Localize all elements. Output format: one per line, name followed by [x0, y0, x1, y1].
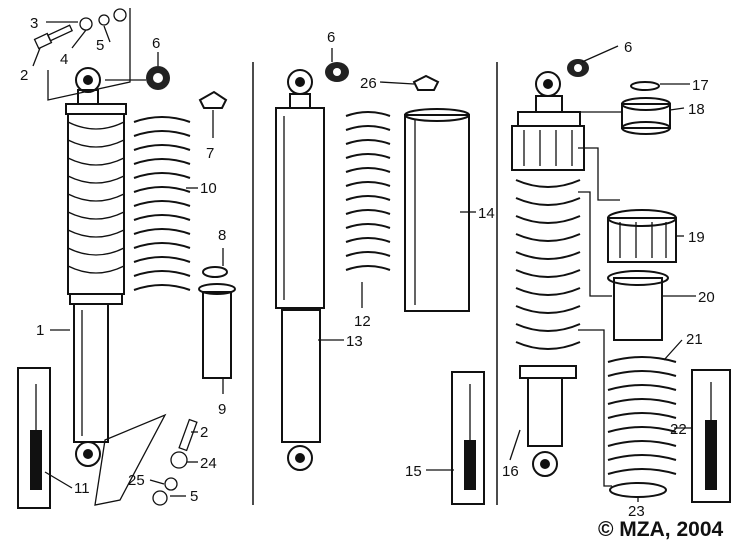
hardware-tray-outline [94, 413, 167, 506]
top-washer [630, 81, 660, 91]
callout-2-bottom: 2 [200, 424, 208, 441]
callout-21: 21 [686, 331, 703, 348]
rubber-bushing-left [146, 66, 170, 90]
callout-19: 19 [688, 229, 705, 246]
adjuster-cap [607, 209, 677, 263]
callout-7: 7 [206, 145, 214, 162]
rubber-bushing-middle [325, 62, 349, 82]
callout-18: 18 [688, 101, 705, 118]
callout-23: 23 [628, 503, 645, 520]
nut-washer-set [79, 8, 127, 31]
callout-2-top: 2 [20, 67, 28, 84]
spring-middle [345, 111, 391, 271]
shock-absorber-left [65, 67, 127, 467]
assembly-leader-19 [578, 147, 620, 201]
spring-cap-clip [198, 90, 228, 109]
dust-sleeve [198, 283, 236, 379]
leader-lines [32, 21, 696, 502]
callout-25: 25 [128, 472, 145, 489]
callout-16: 16 [502, 463, 519, 480]
callout-24: 24 [200, 455, 217, 472]
callout-3: 3 [30, 15, 38, 32]
spacer-washer [202, 266, 228, 278]
spring-left [133, 116, 191, 291]
callout-1: 1 [36, 322, 44, 339]
spring-right [607, 356, 677, 475]
assembly-leader-21 [578, 329, 612, 487]
callout-5-bottom: 5 [190, 488, 198, 505]
callout-8: 8 [218, 227, 226, 244]
callout-5-top: 5 [96, 37, 104, 54]
shock-absorber-right [511, 71, 585, 477]
copyright-text: © MZA, 2004 [598, 518, 724, 541]
lower-washer-part [152, 451, 188, 506]
bolt-part [33, 24, 74, 50]
callout-10: 10 [200, 180, 217, 197]
callout-14: 14 [478, 205, 495, 222]
assembly-leader-20 [578, 191, 612, 297]
shock-absorber-middle [275, 69, 325, 471]
spring-cap-clip-middle [412, 74, 440, 91]
detail-inset-middle [451, 371, 485, 505]
adjuster-sleeve [607, 270, 669, 341]
callout-12: 12 [354, 313, 371, 330]
detail-inset-right [691, 369, 731, 503]
callout-6-left: 6 [152, 35, 160, 52]
callout-13: 13 [346, 333, 363, 350]
callout-9: 9 [218, 401, 226, 418]
callout-20: 20 [698, 289, 715, 306]
callout-22: 22 [670, 421, 687, 438]
rubber-bushing-right [567, 59, 589, 77]
callout-26: 26 [360, 75, 377, 92]
top-collar [621, 97, 671, 135]
spring-seat-ring [609, 482, 667, 498]
callout-6-middle: 6 [327, 29, 335, 46]
lower-bolt-part [178, 418, 198, 452]
callout-15: 15 [405, 463, 422, 480]
detail-inset-left [17, 367, 51, 509]
callout-11: 11 [74, 480, 90, 497]
callout-4: 4 [60, 51, 68, 68]
cover-tube [404, 108, 470, 312]
callout-17: 17 [692, 77, 709, 94]
callout-6-right: 6 [624, 39, 632, 56]
